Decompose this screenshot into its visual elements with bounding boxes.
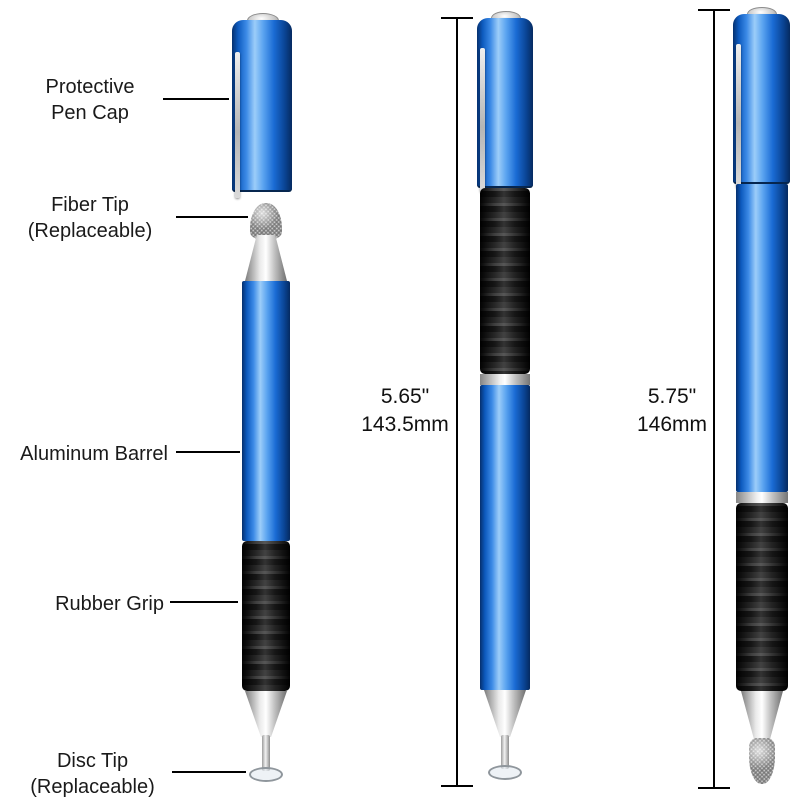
tip-pin [262, 735, 270, 771]
middle-tip-pin [501, 735, 509, 769]
measure-middle-label: 5.65" 143.5mm [350, 383, 460, 440]
leader-line-aluminum-barrel [176, 451, 240, 453]
pen-cap [232, 20, 292, 192]
middle-disc-tip [488, 765, 522, 780]
measure-right-inches: 5.75" [647, 385, 697, 408]
measure-middle-line [456, 17, 458, 787]
callout-aluminum-barrel: Aluminum Barrel [20, 443, 168, 465]
middle-rubber-grip [480, 188, 530, 374]
rubber-grip [242, 541, 290, 691]
right-center-ring [736, 492, 788, 503]
callout-disc-tip: Disc Tip (Replaceable) [30, 750, 155, 798]
right-aluminum-barrel [736, 184, 788, 492]
fiber-tip [250, 203, 282, 239]
pen-clip [235, 52, 240, 198]
middle-nose-cone [484, 690, 526, 737]
middle-center-ring [480, 374, 530, 385]
callout-fiber-tip: Fiber Tip (Replaceable) [27, 194, 153, 242]
right-rubber-grip [736, 503, 788, 691]
middle-pen-clip [480, 48, 485, 192]
measure-right-bottom-tick [698, 787, 730, 789]
leader-line-rubber-grip [170, 601, 238, 603]
callout-rubber-grip: Rubber Grip [55, 593, 164, 615]
right-nose-cone [741, 691, 783, 741]
middle-aluminum-barrel [480, 385, 530, 690]
leader-line-fiber-tip [176, 216, 248, 218]
measure-right-label: 5.75" 146mm [618, 383, 726, 440]
right-fiber-tip [749, 738, 775, 784]
measure-right-metric: 146mm [636, 413, 708, 437]
nose-cone [245, 691, 287, 737]
measure-middle-inches: 5.65" [380, 385, 430, 408]
right-pen-clip [736, 44, 741, 188]
tip-ferrule [245, 235, 287, 281]
leader-line-protective-pen-cap [163, 98, 229, 100]
measure-right-line [713, 9, 715, 789]
callout-protective-pen-cap: Protective Pen Cap [45, 76, 135, 124]
leader-line-disc-tip [172, 771, 246, 773]
middle-pen-cap [477, 18, 533, 188]
aluminum-barrel [242, 281, 290, 541]
measure-middle-bottom-tick [441, 785, 473, 787]
measure-middle-metric: 143.5mm [361, 413, 449, 437]
right-pen-cap [733, 14, 790, 184]
disc-tip [249, 767, 283, 782]
